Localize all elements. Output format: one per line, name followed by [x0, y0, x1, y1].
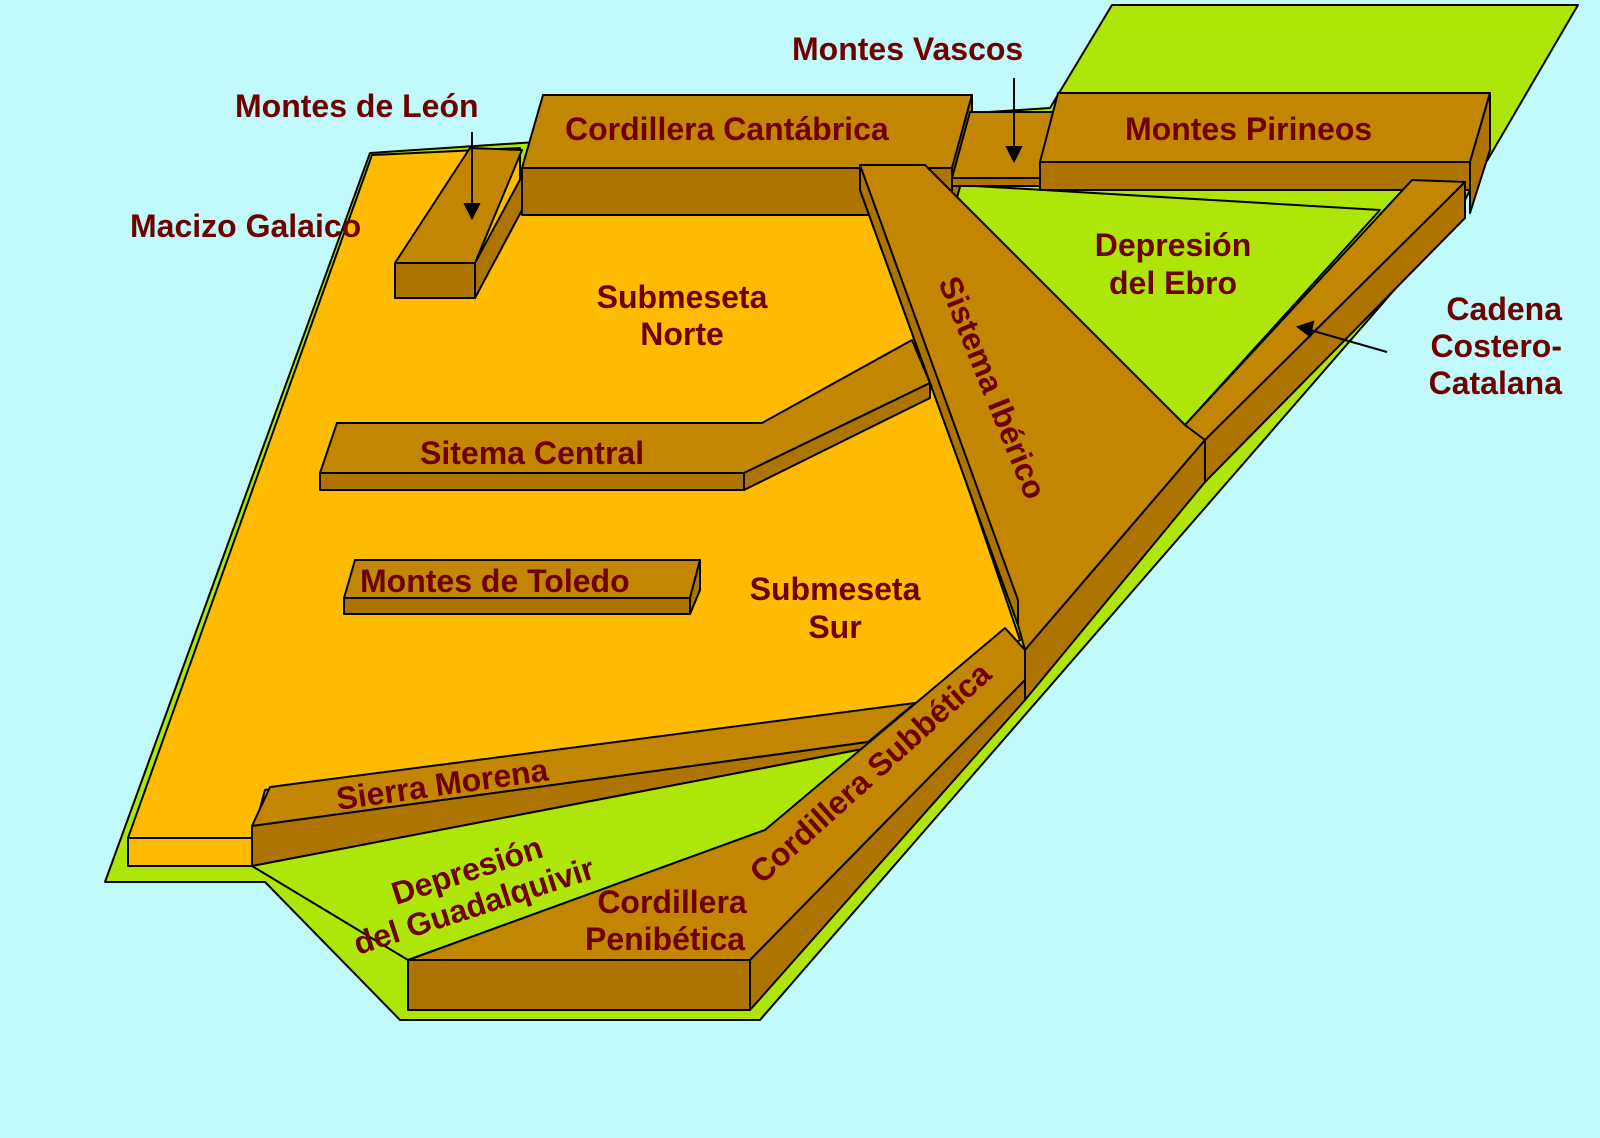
betica-side: [749, 679, 1026, 1011]
montes-de-leon-block: [394, 147, 523, 299]
iberico-left-face: [859, 164, 1019, 626]
toledo-front: [343, 597, 691, 615]
arrow-leon-head: [463, 203, 481, 221]
label-cadena-3: Catalana: [1429, 365, 1563, 401]
betica-front: [407, 959, 751, 1011]
label-macizo-galaico: Macizo Galaico: [130, 208, 361, 244]
montes-pirineos-block: [1039, 92, 1491, 214]
label-cadena-2: Costero-: [1430, 328, 1562, 364]
label-submeseta-norte-1: Submeseta: [597, 279, 768, 315]
label-submeseta-sur-2: Sur: [808, 609, 861, 645]
label-cadena-1: Cadena: [1446, 291, 1562, 327]
label-montes-vascos: Montes Vascos: [792, 31, 1023, 67]
central-side: [743, 382, 931, 491]
label-depresion-ebro-2: del Ebro: [1109, 265, 1237, 301]
sierra-morena-block: [251, 702, 916, 867]
catalana-side: [1204, 181, 1466, 483]
label-submeseta-norte-2: Norte: [640, 316, 724, 352]
label-montes-pirineos: Montes Pirineos: [1125, 111, 1372, 147]
leon-front: [394, 262, 476, 299]
meseta-front: [127, 837, 253, 867]
central-front: [319, 472, 745, 491]
sistema-central-block: [319, 339, 931, 491]
label-cordillera-cantabrica: Cordillera Cantábrica: [565, 111, 889, 147]
arrow-vascos-head: [1005, 146, 1023, 164]
arrow-catalana-head: [1295, 320, 1315, 338]
label-cordillera-penibetica-1: Cordillera: [597, 884, 747, 920]
label-montes-de-leon: Montes de León: [235, 88, 479, 124]
toledo-side: [689, 559, 701, 615]
arrows: [463, 78, 1388, 353]
label-sistema-central: Sitema Central: [420, 435, 644, 471]
vascos-front: [951, 177, 1041, 187]
cordillera-betica-block: [407, 627, 1026, 1011]
label-depresion-ebro-1: Depresión: [1095, 227, 1251, 263]
label-cordillera-penibetica-2: Penibética: [585, 921, 745, 957]
sistema-iberico-block: [859, 164, 1206, 701]
pirineos-side: [1469, 92, 1491, 214]
cadena-costero-catalana-block: [1184, 179, 1466, 483]
montes-de-toledo-block: [343, 559, 701, 615]
montes-vascos-block: [951, 111, 1059, 187]
label-submeseta-sur-1: Submeseta: [750, 571, 921, 607]
arrow-catalana: [1309, 329, 1388, 353]
label-montes-de-toledo: Montes de Toledo: [360, 563, 630, 599]
